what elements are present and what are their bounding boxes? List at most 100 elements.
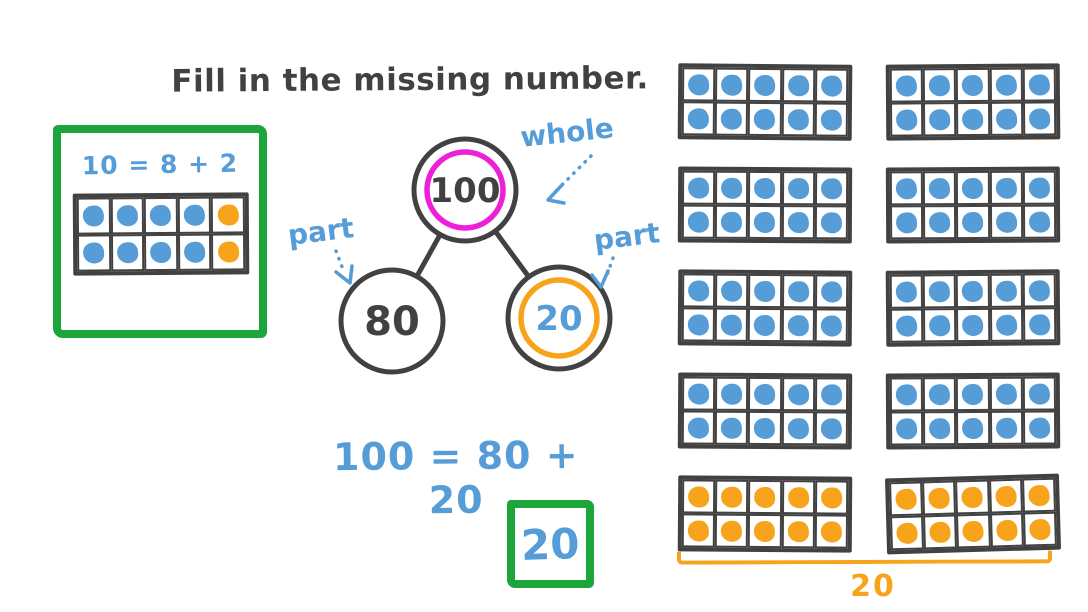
- part-circle-right: 20: [505, 264, 613, 372]
- blue-counter-dot: [1028, 73, 1050, 96]
- answer-box: 20: [507, 500, 594, 588]
- ten-frame-cell: [682, 67, 716, 102]
- blue-counter-dot: [116, 205, 138, 227]
- ten-frame-cell: [923, 308, 957, 343]
- part-left-outline: [338, 267, 446, 375]
- ten-frame-cell: [77, 234, 111, 272]
- blue-counter-dot: [1028, 313, 1051, 336]
- ten-frame-cell: [177, 233, 212, 271]
- ten-frame-cell: [143, 196, 178, 235]
- blue-counter-dot: [754, 314, 776, 336]
- ten-frame-cell: [814, 102, 848, 137]
- blue-counter-dot: [962, 108, 984, 130]
- blue-counter-dot: [787, 211, 809, 233]
- orange-counter-dot: [787, 486, 809, 508]
- ten-frame-cell: [781, 274, 816, 309]
- blue-counter-dot: [995, 383, 1017, 405]
- whole-label: whole: [519, 111, 616, 154]
- blue-counter-dot: [754, 417, 776, 439]
- ten-frame-cell: [956, 170, 990, 206]
- blue-counter-dot: [787, 314, 809, 336]
- ten-frame-cell: [781, 102, 815, 137]
- blue-counter-dot: [754, 280, 776, 302]
- blue-counter-dot: [1028, 279, 1050, 302]
- blue-counter-dot: [721, 314, 743, 336]
- ten-frame-cell: [748, 479, 782, 515]
- ten-frame-cell: [682, 273, 716, 308]
- ten-frame-cell: [923, 514, 958, 550]
- example-card: 10 = 8 + 2: [53, 125, 267, 338]
- ten-frame-orange: [884, 473, 1062, 555]
- blue-counter-dot: [929, 211, 951, 233]
- blue-counter-dot: [721, 177, 743, 199]
- ten-frame-cell: [681, 101, 716, 136]
- blue-counter-dot: [787, 74, 809, 96]
- ten-frame-blue: [885, 269, 1061, 347]
- ten-frame-cell: [715, 376, 749, 411]
- ten-frame-cell: [989, 170, 1023, 205]
- ten-frames-panel: [677, 63, 1062, 555]
- blue-counter-dot: [895, 74, 918, 97]
- blue-counter-dot: [895, 177, 918, 199]
- blue-counter-dot: [721, 280, 743, 302]
- blue-counter-dot: [688, 73, 710, 96]
- ten-frame-cell: [714, 513, 749, 548]
- blue-counter-dot: [895, 280, 918, 303]
- blue-counter-dot: [721, 74, 743, 96]
- ten-frame-cell: [989, 101, 1024, 136]
- ten-frame-blue: [885, 372, 1061, 450]
- orange-counter-dot: [754, 486, 776, 508]
- ten-frame-blue: [677, 166, 853, 244]
- orange-counter-dot: [895, 488, 917, 510]
- example-equation: 10 = 8 + 2: [81, 148, 239, 181]
- blue-counter-dot: [787, 108, 809, 130]
- ten-frame-cell: [681, 513, 716, 548]
- blue-counter-dot: [721, 417, 743, 439]
- ten-frame-cell: [748, 410, 782, 446]
- blue-counter-dot: [820, 314, 842, 337]
- ten-frame-blue: [677, 372, 853, 450]
- ten-frame-cell: [956, 410, 990, 446]
- ten-frame-cell: [814, 411, 848, 446]
- blue-counter-dot: [962, 280, 984, 302]
- ten-frame-cell: [890, 515, 925, 551]
- blue-counter-dot: [820, 177, 843, 199]
- blue-counter-dot: [962, 211, 984, 233]
- blue-counter-dot: [929, 74, 951, 96]
- ten-frame-cell: [715, 204, 749, 239]
- blue-counter-dot: [687, 211, 710, 233]
- ten-frame-cell: [781, 411, 815, 446]
- blue-counter-dot: [721, 108, 743, 130]
- orange-counter-dot: [754, 520, 776, 542]
- ten-frame-cell: [748, 376, 782, 412]
- blue-counter-dot: [896, 417, 918, 439]
- blue-counter-dot: [687, 107, 710, 130]
- whole-circle: 100: [411, 136, 519, 244]
- ten-frame-cell: [714, 101, 749, 136]
- orange-counter-dot: [994, 485, 1017, 507]
- orange-counter-dot: [787, 520, 809, 542]
- orange-counter-dot: [721, 520, 743, 542]
- blue-counter-dot: [1028, 107, 1051, 130]
- orange-counter-dot: [928, 487, 951, 509]
- blue-counter-dot: [995, 417, 1017, 439]
- blue-counter-dot: [687, 417, 710, 439]
- blue-counter-dot: [995, 314, 1017, 336]
- blue-counter-dot: [688, 383, 710, 405]
- blue-counter-dot: [1028, 417, 1051, 439]
- ten-frame-cell: [989, 67, 1023, 102]
- ten-frame-cell: [956, 376, 990, 412]
- blue-counter-dot: [754, 108, 776, 130]
- blue-counter-dot: [929, 177, 951, 199]
- blue-counter-dot: [787, 280, 809, 302]
- ten-frame-cell: [989, 376, 1023, 411]
- part-right-ring: [518, 277, 600, 359]
- blue-counter-dot: [995, 177, 1017, 199]
- ten-frame-cell: [956, 67, 990, 103]
- ten-frame-blue: [885, 63, 1061, 141]
- whole-circle-ring: [424, 149, 506, 231]
- part-left-value: 80: [364, 299, 420, 345]
- ten-frame-cell: [1022, 67, 1056, 102]
- ten-frame-cell: [110, 234, 145, 272]
- ten-frame-cell: [890, 411, 924, 446]
